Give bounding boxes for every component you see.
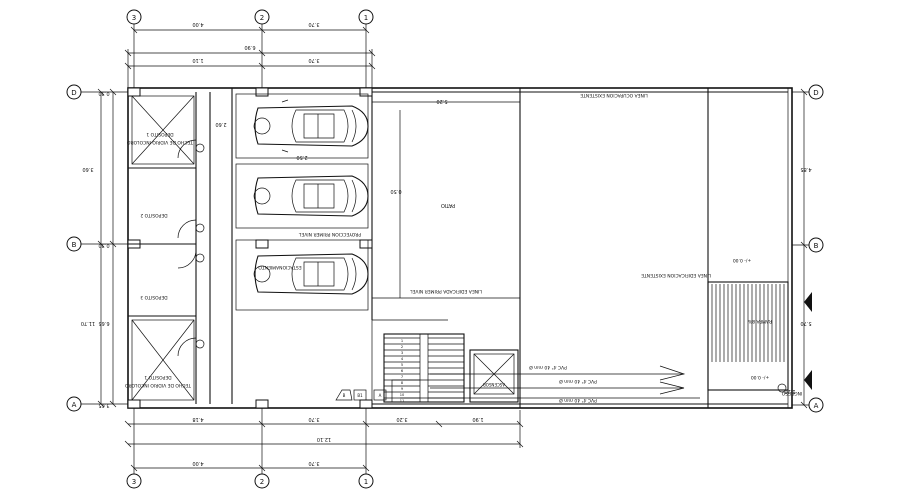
dim-bottom-6: 3.70: [308, 460, 319, 466]
stair-number: 10: [400, 393, 405, 397]
stair-number: 9: [401, 387, 404, 391]
label-patio: PATIO: [441, 202, 455, 208]
label-ascensor: ASCENSOR: [483, 382, 505, 387]
misc-code-1: B: [343, 393, 346, 398]
misc-code-2: B1: [357, 393, 363, 398]
parking-labels: PROYECCION PRIMER NIVEL ESTACIONAMIENTO: [258, 231, 361, 270]
grid-label-left-3: A: [72, 401, 77, 409]
label-deposito-a: DEPOSITO 1: [146, 131, 173, 137]
label-deposito-d: DEPOSITO 1: [144, 374, 171, 380]
label-pvc-2: PVC 4" 40 mm Ø: [559, 378, 597, 385]
grid-axis-right: D B A: [792, 84, 824, 413]
dim-inner-3: 5.20: [436, 98, 447, 104]
label-rampa: RAMPA 8%: [747, 318, 772, 324]
dim-inner-1: 2.60: [215, 121, 226, 127]
label-techo-a: TECHO DE VIDRIO INCOLORO: [127, 139, 195, 145]
dimension-text: 4.00 3.70 6.90 1.10 3.70 4.18 3.70 3.20 …: [81, 21, 812, 466]
dim-top-total: 6.90: [244, 44, 255, 50]
dim-left-5: 6.65: [98, 320, 109, 326]
dim-left-4: 3.65: [98, 402, 109, 408]
dim-right-3: 1.20: [784, 388, 795, 394]
label-estacionamiento: ESTACIONAMIENTO: [258, 264, 302, 270]
left-rooms: [128, 92, 211, 404]
label-linea-edificada: LINEA EDIFICADA PRIMER NIVEL: [410, 288, 482, 294]
dim-bottom-5: 4.00: [192, 460, 203, 466]
stair-number: 5: [401, 363, 403, 367]
grid-label-left-2: B: [72, 241, 77, 249]
stair-number-labels: 1 2 3 4 5 6 7 8 9 10 11: [400, 339, 405, 403]
outer-walls: [127, 87, 793, 409]
stair-number: 1: [401, 339, 403, 343]
stair-number: 7: [401, 375, 403, 379]
grid-label-bottom-3: 1: [364, 478, 368, 486]
stair-number: 4: [401, 357, 404, 361]
car-icon: [253, 99, 369, 295]
label-pvc-1: PVC 4" 40 mm Ø: [529, 364, 567, 371]
dim-top-3: 1.10: [192, 57, 203, 63]
label-linea-edificacion: LINEA EDIFICACION EXISTENTE: [641, 272, 711, 278]
misc-markers: B B1 A: [335, 389, 387, 401]
grid-label-top-2: 2: [260, 14, 264, 22]
stair-number: 6: [401, 369, 404, 373]
grid-axis-top: 3 2 1: [126, 9, 374, 90]
stair-number: 2: [401, 345, 403, 349]
stairs: [371, 319, 465, 404]
label-level-2: +/- 0.00: [751, 374, 769, 380]
dim-right-2: 5.70: [800, 320, 811, 326]
grid-label-right-3: A: [814, 402, 819, 410]
label-linea-ocupacion: LINEA OCUPACION EXISTENTE: [580, 92, 648, 98]
label-deposito-c: DEPOSITO 3: [140, 294, 167, 300]
dim-right-1: 4.85: [800, 166, 811, 172]
grid-label-top-1: 3: [132, 14, 136, 22]
label-pvc-3: PVC 4" 40 mm Ø: [559, 397, 597, 404]
grid-label-left-1: D: [71, 89, 76, 97]
entrance-ramp: RAMPA 8% INGRESO +/- 0.00: [707, 281, 812, 396]
grid-label-right-1: D: [813, 89, 818, 97]
elevator: ASCENSOR: [469, 349, 519, 403]
dimension-lines: [97, 26, 808, 472]
dim-bottom-1: 4.18: [192, 416, 203, 422]
pipe-lines: PVC 4" 40 mm Ø PVC 4" 40 mm Ø PVC 4" 40 …: [400, 364, 700, 404]
dim-left-1: 0.30: [98, 90, 109, 96]
dim-inner-2: 2.50: [296, 154, 307, 160]
dim-top-4: 3.70: [308, 57, 319, 63]
stair-number: 3: [401, 351, 403, 355]
label-proyeccion: PROYECCION PRIMER NIVEL: [298, 231, 361, 237]
grid-label-right-2: B: [814, 242, 819, 250]
dim-left-3: 0.30: [98, 242, 109, 248]
dim-bottom-total: 12.10: [317, 436, 331, 442]
patio-labels: LINEA OCUPACION EXISTENTE PATIO LINEA ED…: [410, 92, 752, 294]
grid-axis-left: D B A: [66, 84, 128, 412]
grid-label-bottom-1: 3: [132, 478, 136, 486]
label-level-1: +/- 0.00: [733, 257, 751, 263]
grid-label-top-3: 1: [364, 14, 368, 22]
label-deposito-b: DEPOSITO 2: [140, 212, 167, 218]
dim-top-1: 4.00: [192, 21, 203, 27]
label-techo-b: TECHO DE VIDRIO INCOLORO: [125, 382, 193, 388]
dim-left-2: 3.60: [82, 166, 93, 172]
grid-axis-bottom: 3 2 1: [126, 405, 374, 489]
left-room-labels: TECHO DE VIDRIO INCOLORO DEPOSITO 1 DEPO…: [125, 131, 195, 388]
dim-top-2: 3.70: [308, 21, 319, 27]
dim-bottom-3: 3.20: [396, 416, 407, 422]
misc-code-3: A: [379, 393, 382, 398]
label-ingreso: INGRESO: [781, 390, 802, 396]
dim-inner-4: 0.50: [390, 188, 401, 194]
dim-left-6: 11.70: [81, 320, 95, 326]
stair-number: 11: [400, 399, 405, 403]
dim-bottom-4: 1.90: [472, 416, 483, 422]
grid-label-bottom-2: 2: [260, 478, 264, 486]
dim-bottom-2: 3.70: [308, 416, 319, 422]
stair-number: 8: [401, 381, 404, 385]
